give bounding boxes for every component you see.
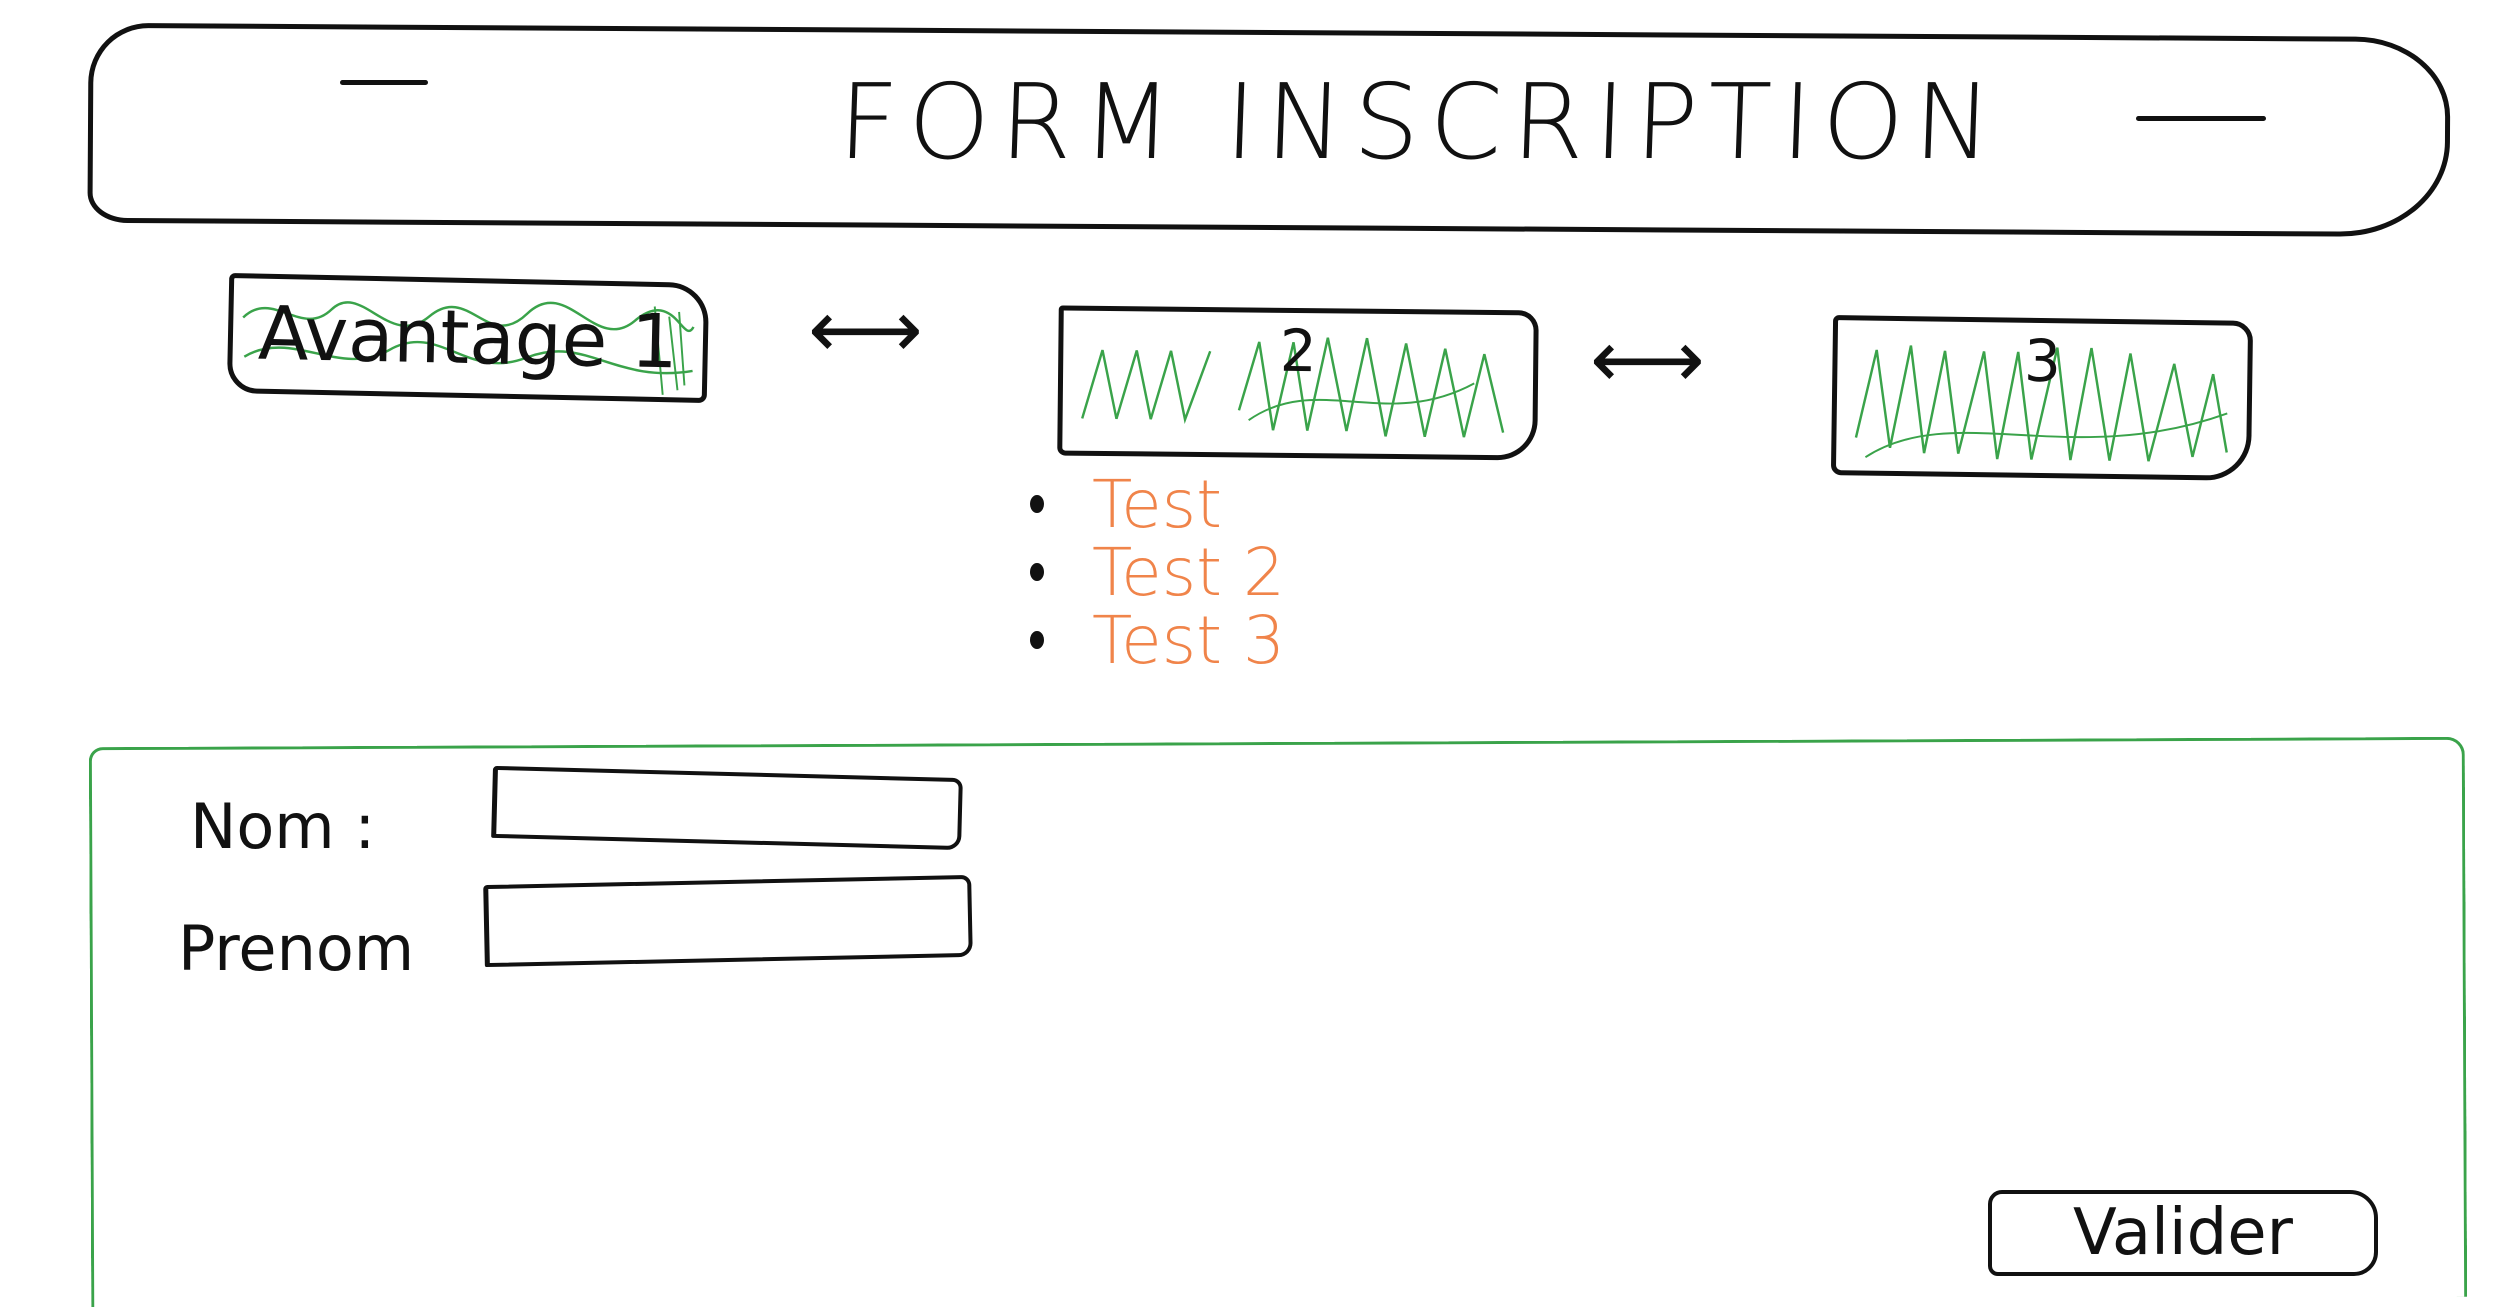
- bullet-text: Test 2: [1092, 533, 1285, 611]
- advantage-card-2[interactable]: 2: [1057, 305, 1539, 461]
- bullet-text: Test 3: [1092, 601, 1285, 679]
- prenom-input[interactable]: [483, 874, 973, 968]
- bullet-text: Test: [1092, 465, 1222, 543]
- prenom-label: Prenom: [178, 912, 415, 985]
- advantage-card-1[interactable]: Avantage 1: [226, 272, 710, 404]
- bullet-icon: [1030, 631, 1044, 649]
- bullet-icon: [1030, 563, 1044, 581]
- page-title: FORM INSCRIPTION: [836, 61, 2004, 183]
- banner-right-dash: [2136, 116, 2266, 121]
- list-item: Test 2: [1030, 534, 1430, 611]
- advantage-1-fill-scribble: [242, 301, 695, 395]
- advantage-3-label: 3: [2023, 326, 2062, 396]
- submit-button[interactable]: Valider: [1988, 1190, 2378, 1276]
- nom-label: Nom :: [190, 790, 376, 863]
- banner-left-dash: [340, 80, 428, 85]
- advantage-3-fill-scribble: [1854, 345, 2228, 462]
- list-item: Test: [1030, 466, 1430, 543]
- advantage-2-fill-scribble: [1081, 337, 1505, 438]
- advantage-2-label: 2: [1279, 316, 1318, 386]
- advantage-1-label: Avantage 1: [257, 290, 679, 386]
- bullet-icon: [1030, 495, 1044, 513]
- bullet-list: Test Test 2 Test 3: [1030, 466, 1430, 679]
- advantage-nav-arrow-1[interactable]: ⟷: [808, 283, 923, 376]
- list-item: Test 3: [1030, 602, 1430, 679]
- advantage-card-3[interactable]: 3: [1830, 315, 2254, 481]
- nom-input[interactable]: [491, 765, 963, 851]
- advantage-nav-arrow-2[interactable]: ⟷: [1590, 313, 1705, 406]
